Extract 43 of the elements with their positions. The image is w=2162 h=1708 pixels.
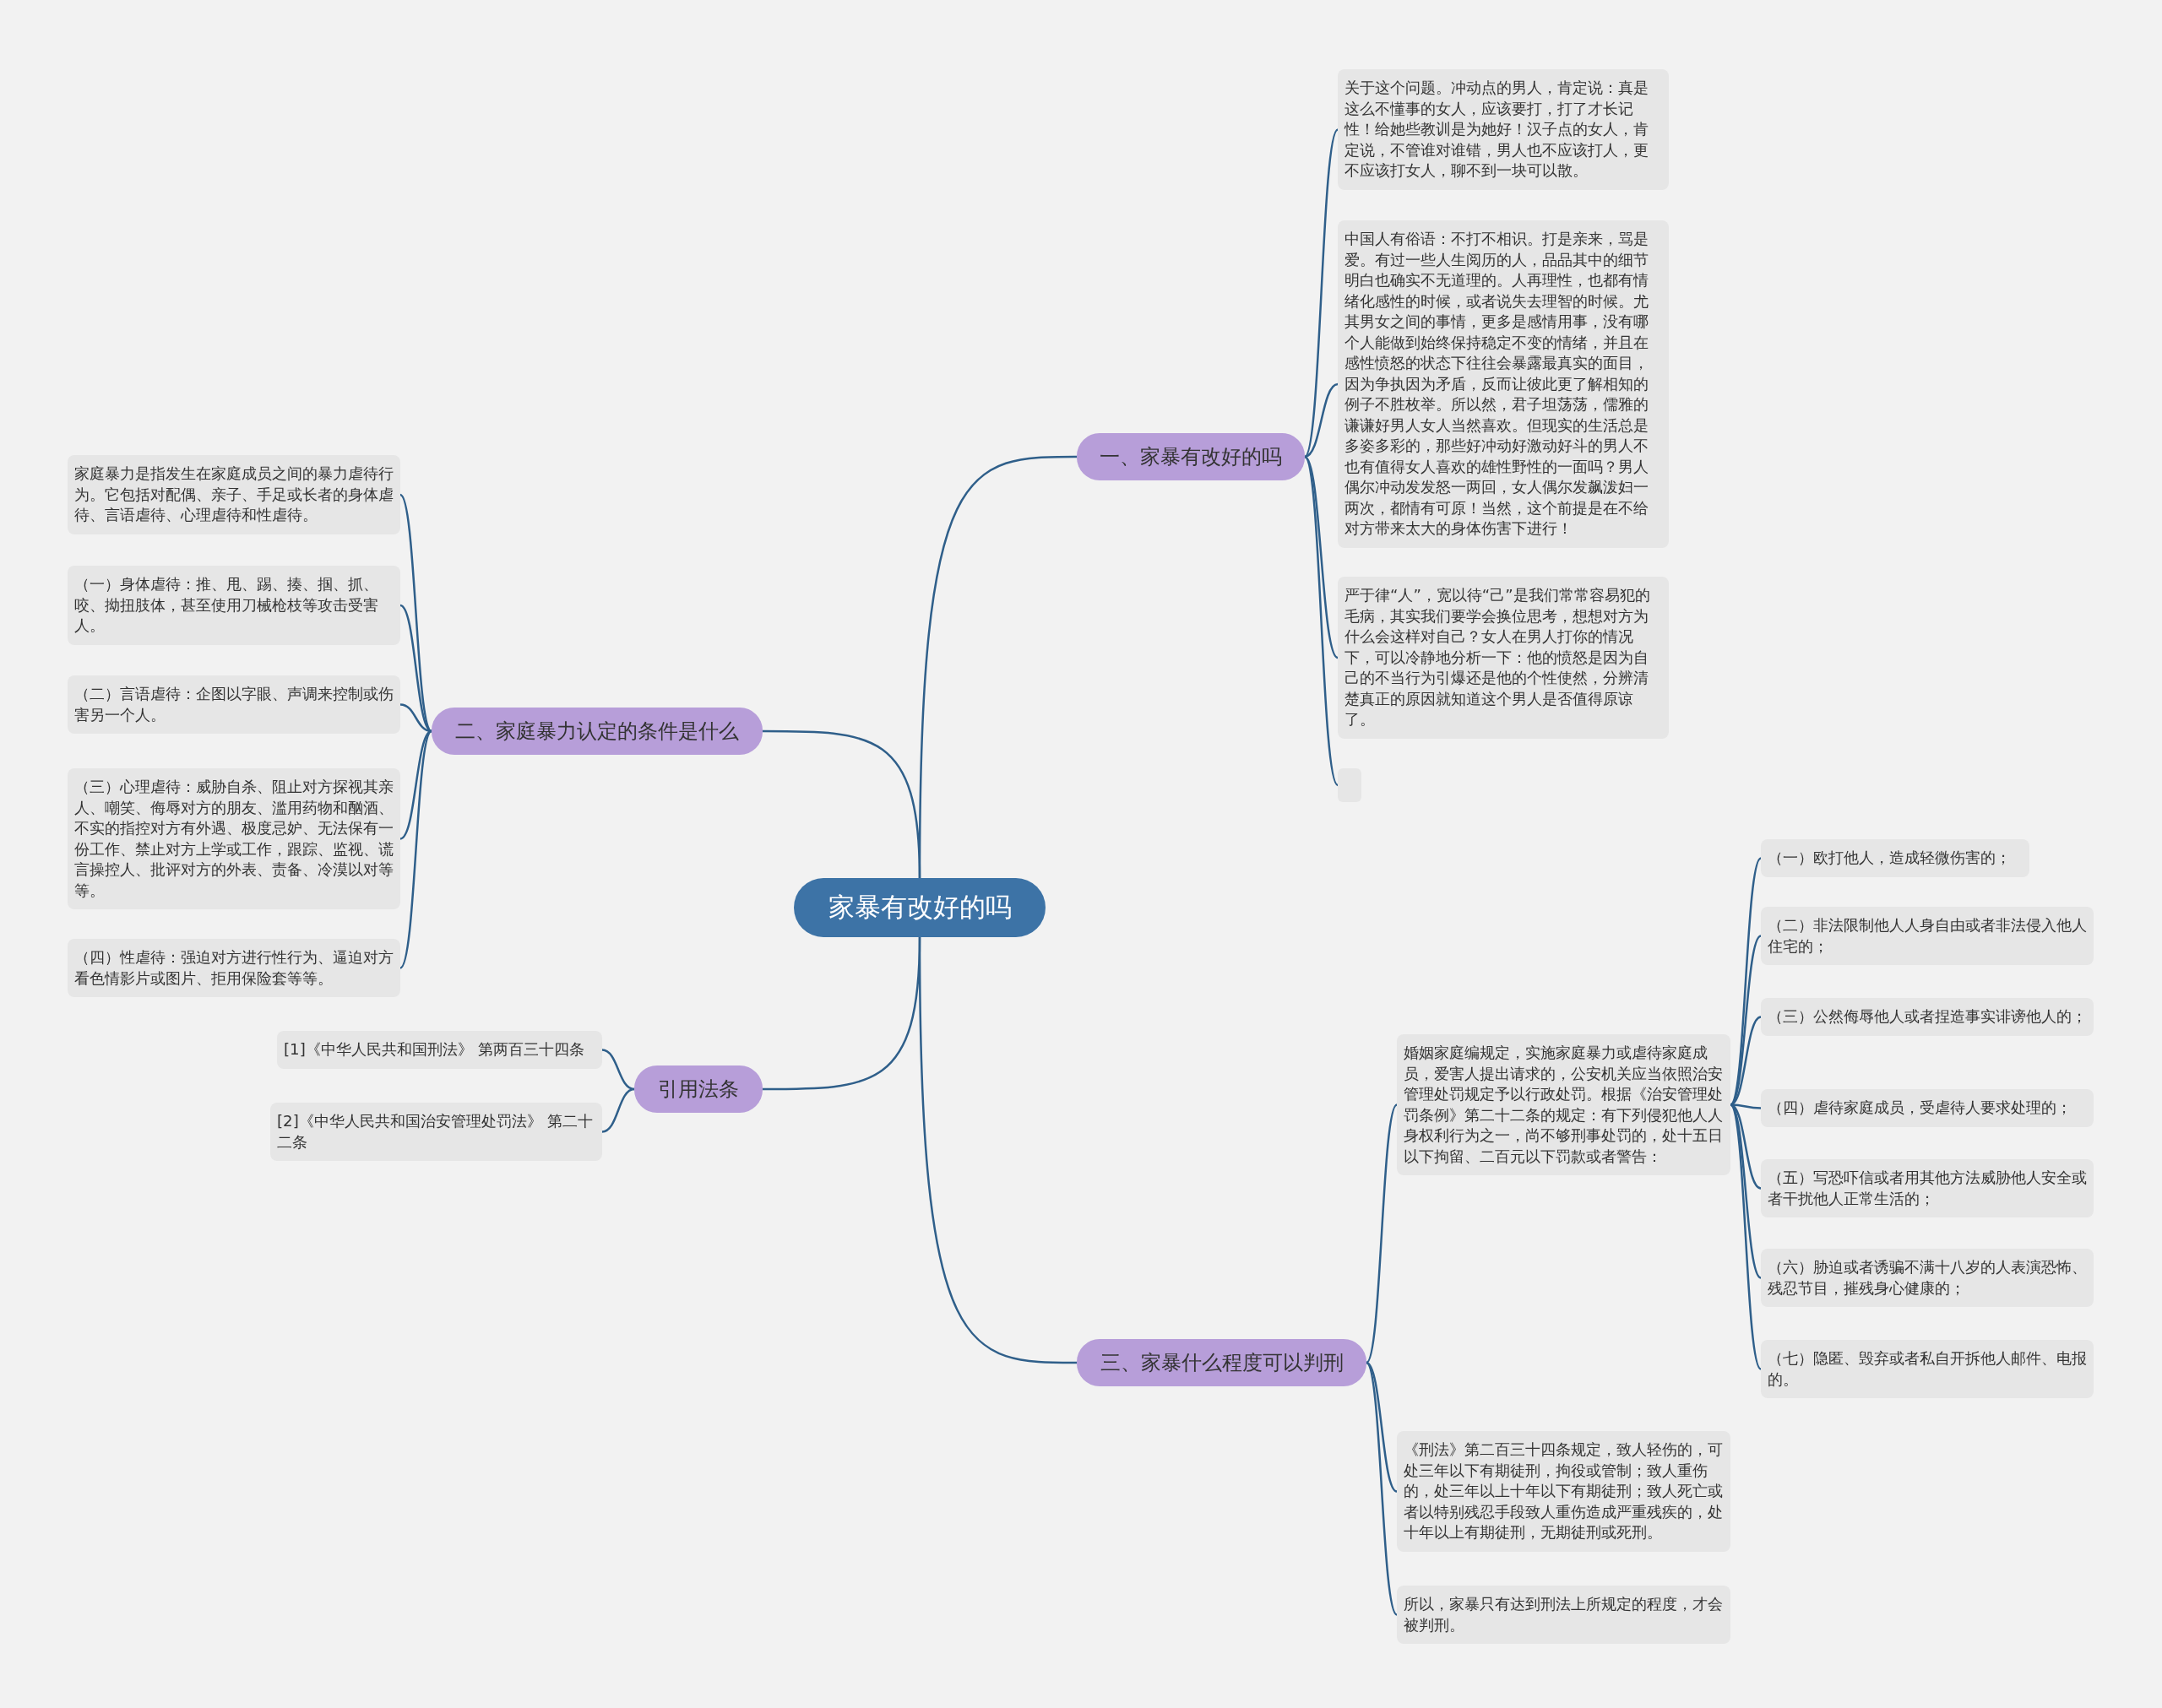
text-card: 《刑法》第二百三十四条规定，致人轻伤的，可处三年以下有期徒刑，拘役或管制；致人重伤的，处三年以上十年以下有期徒刑；致人死亡或者以特别残忍手段致人重伤造成严重残疾的，处十年以上有期徒刑，无期徒刑或死刑。	[1397, 1431, 1730, 1552]
text-card: （四）性虐待：强迫对方进行性行为、逼迫对方看色情影片或图片、拒用保险套等等。	[68, 939, 400, 997]
connector-line	[1303, 456, 1339, 786]
connector-line	[1366, 1362, 1398, 1493]
text-card: 关于这个问题。冲动点的男人，肯定说：真是这么不懂事的女人，应该要打，打了才长记性！给她些教训是为她好！汉子点的女人，肯定说，不管谁对谁错，男人也不应该打人，更不应该打女人，聊不到一块可以散。	[1338, 69, 1669, 190]
text-card: 严于律“人”，宽以待“己”是我们常常容易犯的毛病，其实我们要学会换位思考，想想对方为什么会这样对自己？女人在男人打你的情况下，可以冷静地分析一下：他的愤怒是因为自己的不当行为引爆还是他的个性使然，分辨清楚真正的原因就知道这个男人是否值得原谅了。	[1338, 577, 1669, 739]
text-card: 婚姻家庭编规定，实施家庭暴力或虐待家庭成员，爱害人提出请求的，公安机关应当依照治安管理处罚规定予以行政处罚。根据《治安管理处罚条例》第二十二条的规定：有下列侵犯他人人身权利行为之一，尚不够刑事处罚的，处十五日以下拘留、二百元以下罚款或者警告：	[1397, 1034, 1730, 1175]
connector-line	[1729, 1103, 1763, 1370]
text-card: 家庭暴力是指发生在家庭成员之间的暴力虐待行为。它包括对配偶、亲子、手足或长者的身体虐待、言语虐待、心理虐待和性虐待。	[68, 455, 400, 534]
connector-line	[399, 730, 432, 969]
text-card: （二）言语虐待：企图以字眼、声调来控制或伤害另一个人。	[68, 675, 400, 734]
text-card: （七）隐匿、毁弃或者私自开拆他人邮件、电报的。	[1761, 1340, 2094, 1398]
connector-line	[601, 1049, 635, 1091]
connector-line	[918, 937, 1077, 1364]
topic-box: 二、家庭暴力认定的条件是什么	[432, 708, 763, 755]
empty-card	[1338, 768, 1361, 802]
text-card: （三）公然侮辱他人或者捏造事实诽谤他人的；	[1761, 998, 2094, 1036]
text-card: （三）心理虐待：威胁自杀、阻止对方探视其亲人、嘲笑、侮辱对方的朋友、滥用药物和酗酒、不实的指控对方有外遇、极度忌妒、无法保有一份工作、禁止对方上学或工作，跟踪、监视、谎言操控人、批评对方的外表、责备、冷漠以对等等。	[68, 768, 400, 909]
connector-line	[1730, 1103, 1762, 1279]
text-card: （六）胁迫或者诱骗不满十八岁的人表演恐怖、残忍节目，摧残身心健康的；	[1761, 1249, 2094, 1307]
text-card: 所以，家暴只有达到刑法上所规定的程度，才会被判刑。	[1397, 1586, 1730, 1644]
connector-line	[1304, 382, 1339, 458]
connector-line	[1365, 1362, 1399, 1616]
connector-line	[1303, 128, 1339, 458]
topic-box: 三、家暴什么程度可以判刑	[1077, 1339, 1366, 1386]
connector-line	[1730, 935, 1762, 1106]
text-card: （二）非法限制他人人身自由或者非法侵入他人住宅的；	[1761, 907, 2094, 965]
topic-box: 一、家暴有改好的吗	[1077, 433, 1305, 480]
connector-line	[1730, 1016, 1762, 1106]
text-card: [1]《中华人民共和国刑法》 第两百三十四条	[277, 1031, 602, 1069]
connector-line	[601, 1087, 635, 1133]
connector-line	[763, 729, 921, 879]
connector-line	[399, 604, 432, 733]
connector-line	[1304, 456, 1339, 659]
text-card: （一）欧打他人，造成轻微伤害的；	[1761, 839, 2029, 877]
text-card: 中国人有俗语：不打不相识。打是亲来，骂是爱。有过一些人生阅历的人，品品其中的细节明白也确实不无道理的。人再理性，也都有情绪化感性的时候，或者说失去理智的时候。尤其男女之间的事情，更多是感情用事，没有哪个人能做到始终保持稳定不变的情绪，并且在感性愤怒的状态下往往会暴露最真实的面目，因为争执因为矛盾，反而让彼此更了解相知的例子不胜枚举。所以然，君子坦荡荡，儒雅的谦谦好男人女人当然喜欢。但现实的生活总是多姿多彩的，那些好冲动好激动好斗的男人不也有值得女人喜欢的雄性野性的一面吗？男人偶尔冲动发发怒一两回，女人偶尔发飙泼妇一两次，都情有可原！当然，这个前提是在不给对方带来太大的身体伤害下进行！	[1338, 220, 1669, 548]
text-card: [2]《中华人民共和国治安管理处罚法》 第二十二条	[270, 1103, 602, 1161]
text-card: （五）写恐吓信或者用其他方法威胁他人安全或者干扰他人正常生活的；	[1761, 1159, 2094, 1217]
topic-box: 引用法条	[634, 1065, 763, 1113]
text-card: （四）虐待家庭成员，受虐待人要求处理的；	[1761, 1089, 2094, 1127]
central-topic-box: 家暴有改好的吗	[794, 878, 1046, 937]
connector-line	[1365, 1103, 1399, 1364]
text-card: （一）身体虐待：推、甩、踢、揍、掴、抓、咬、拗扭肢体，甚至使用刀械枪枝等攻击受害人。	[68, 566, 400, 645]
